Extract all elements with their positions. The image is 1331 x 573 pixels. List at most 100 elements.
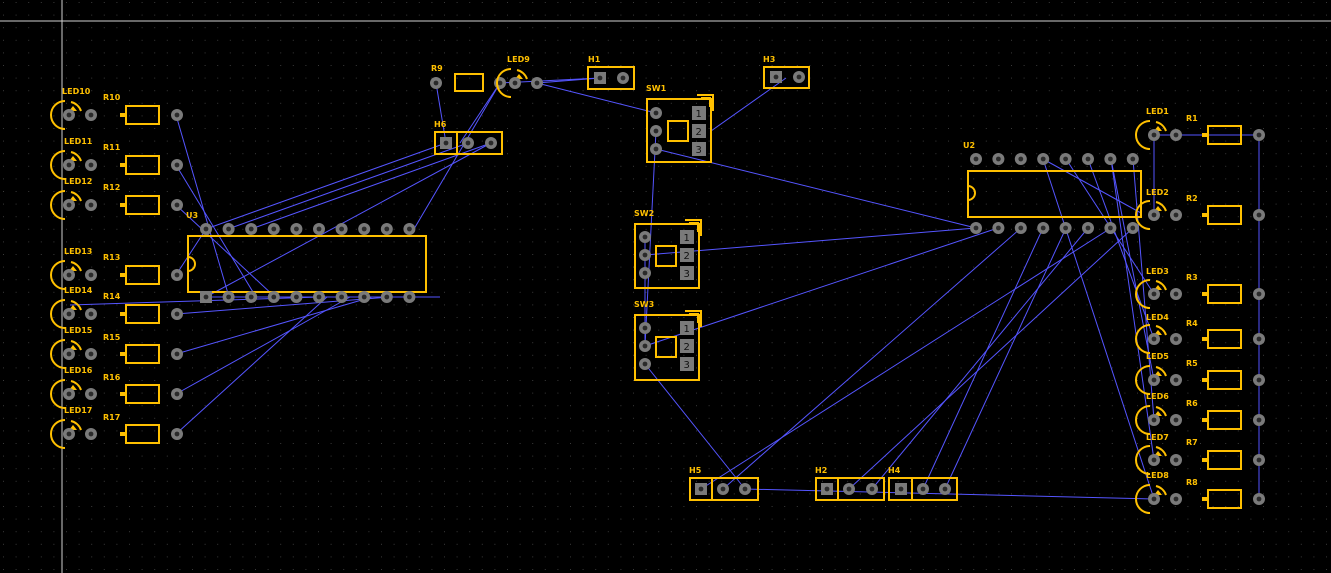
grid-dot	[330, 569, 332, 570]
resistor-left-6-body[interactable]	[125, 344, 160, 364]
grid-dot	[633, 367, 634, 369]
grid-dot	[381, 354, 382, 356]
grid-dot	[154, 279, 156, 281]
grid-dot	[809, 191, 811, 192]
grid-dot	[633, 191, 634, 192]
grid-dot	[494, 279, 496, 281]
grid-dot	[179, 518, 181, 520]
grid-dot	[885, 354, 886, 356]
grid-dot	[960, 342, 962, 344]
resistor-left-2-body[interactable]	[125, 155, 160, 175]
resistor-left-4-body[interactable]	[125, 265, 160, 285]
resistor-left-1-body[interactable]	[125, 105, 160, 125]
grid-dot	[179, 178, 181, 180]
grid-dot	[40, 342, 42, 344]
grid-dot	[318, 317, 319, 318]
grid-dot	[469, 531, 471, 533]
grid-dot	[444, 165, 445, 167]
grid-dot	[1149, 27, 1151, 29]
grid-dot	[796, 115, 798, 117]
grid-dot	[1250, 102, 1252, 104]
grid-dot	[1099, 317, 1101, 318]
grid-dot	[922, 39, 924, 41]
grid-dot	[292, 417, 294, 419]
grid-dot	[1011, 77, 1012, 79]
grid-dot	[192, 165, 193, 167]
grid-dot	[1174, 153, 1176, 155]
grid-dot	[922, 531, 924, 533]
grid-dot	[66, 443, 67, 444]
grid-dot	[746, 380, 748, 381]
grid-dot	[1061, 39, 1063, 41]
grid-dot	[670, 531, 672, 533]
grid-dot	[796, 531, 798, 533]
grid-dot	[1124, 128, 1126, 129]
grid-dot	[1149, 203, 1151, 205]
grid-dot	[141, 380, 143, 381]
grid-dot	[179, 506, 181, 507]
grid-dot	[519, 569, 521, 570]
grid-dot	[759, 153, 760, 155]
grid-dot	[1074, 392, 1075, 394]
grid-dot	[393, 518, 395, 520]
grid-dot	[733, 254, 735, 255]
grid-dot	[431, 518, 433, 520]
grid-dot	[1326, 241, 1327, 243]
grid-dot	[922, 228, 924, 230]
grid-dot	[494, 493, 496, 495]
resistor-left-5-body[interactable]	[125, 304, 160, 324]
components-layer[interactable]	[50, 66, 1265, 514]
grid-dot	[796, 317, 798, 318]
grid-dot	[1300, 279, 1302, 281]
grid-dot	[544, 569, 546, 570]
grid-dot	[444, 543, 445, 545]
grid-dot	[1124, 367, 1126, 369]
grid-dot	[557, 430, 559, 432]
grid-dot	[355, 569, 357, 570]
grid-dot	[3, 468, 4, 470]
grid-dot	[456, 543, 458, 545]
grid-dot	[544, 178, 546, 180]
grid-dot	[1212, 178, 1214, 180]
grid-dot	[985, 254, 987, 255]
resistor-left-3-body[interactable]	[125, 195, 160, 215]
grid-dot	[721, 317, 723, 318]
grid-dot	[1099, 531, 1101, 533]
grid-dot	[1313, 518, 1315, 520]
grid-dot	[255, 354, 256, 356]
grid-dot	[985, 39, 987, 41]
grid-dot	[570, 77, 571, 79]
grid-dot	[1061, 165, 1063, 167]
grid-dot	[53, 291, 55, 293]
grid-dot	[948, 266, 949, 268]
grid-dot	[1187, 14, 1189, 16]
grid-dot	[897, 279, 899, 281]
grid-dot	[708, 77, 710, 79]
grid-dot	[179, 2, 181, 3]
grid-dot	[3, 531, 4, 533]
grid-dot	[595, 102, 597, 104]
grid-dot	[1250, 266, 1252, 268]
grid-dot	[1036, 506, 1038, 507]
grid-dot	[784, 279, 786, 281]
grid-dot	[1200, 203, 1201, 205]
grid-dot	[381, 342, 382, 344]
grid-dot	[204, 266, 206, 268]
grid-dot	[1326, 115, 1327, 117]
grid-dot	[103, 228, 105, 230]
grid-dot	[960, 380, 962, 381]
grid-dot	[1250, 279, 1252, 281]
grid-dot	[948, 279, 949, 281]
grid-dot	[595, 417, 597, 419]
grid-dot	[28, 430, 30, 432]
grid-dot	[519, 203, 521, 205]
grid-dot	[721, 165, 723, 167]
grid-dot	[847, 354, 849, 356]
grid-dot	[570, 443, 571, 444]
grid-dot	[103, 153, 105, 155]
grid-dot	[519, 506, 521, 507]
grid-dot	[935, 14, 937, 16]
grid-dot	[872, 266, 874, 268]
